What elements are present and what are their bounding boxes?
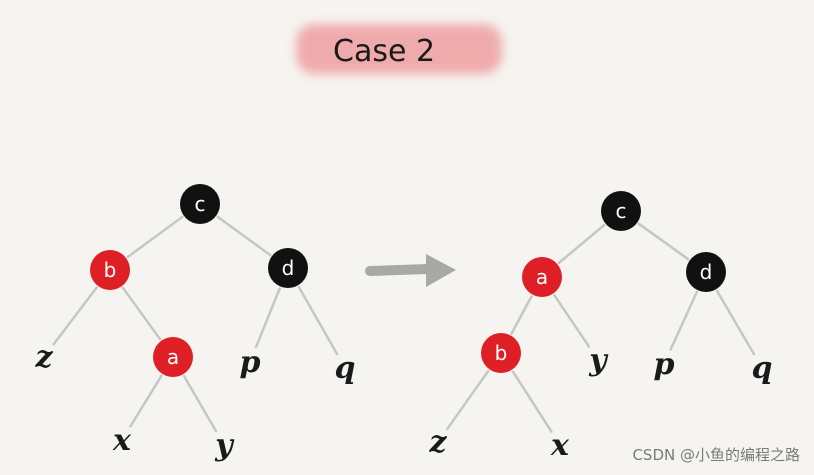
left-tree: c b d a z x y p q [34, 184, 355, 463]
page-title: Case 2 [333, 34, 435, 69]
leaf-label-y: y [214, 428, 235, 463]
tree-node-b: b [90, 250, 130, 290]
edge-c-a [557, 223, 606, 265]
title-banner: Case 2 [296, 24, 502, 74]
node-circle-b [481, 333, 521, 373]
node-circle-c [601, 191, 641, 231]
tree-node-c: c [180, 184, 220, 224]
watermark-text: CSDN @小鱼的编程之路 [632, 446, 800, 464]
tree-node-c: c [601, 191, 641, 231]
node-label-b: b [104, 258, 117, 282]
leaf-label-p: p [654, 347, 675, 382]
right-tree: c a d b z x y p q [428, 191, 772, 463]
node-label-d: d [700, 260, 713, 284]
tree-node-b: b [481, 333, 521, 373]
tree-node-d: d [686, 252, 726, 292]
edge-b-z [445, 369, 490, 431]
node-label-d: d [282, 256, 295, 280]
edge-c-d [216, 215, 272, 257]
leaf-label-x: x [550, 428, 570, 463]
edge-c-d [637, 222, 690, 261]
node-circle-a [522, 257, 562, 297]
arrow-shaft [365, 264, 433, 276]
leaf-label-q: q [335, 351, 356, 386]
leaf-label-z: z [428, 425, 447, 460]
leaf-label-z: z [34, 340, 53, 375]
node-label-c: c [616, 199, 627, 223]
edge-d-p [254, 287, 282, 349]
node-label-b: b [495, 341, 508, 365]
edge-c-b [126, 215, 184, 259]
edge-b-x [511, 370, 553, 433]
leaf-label-q: q [752, 351, 773, 386]
node-circle-a [153, 337, 193, 377]
right-arrow-icon [365, 254, 456, 287]
node-circle-d [268, 248, 308, 288]
edge-a-y [553, 293, 591, 348]
node-label-a: a [167, 345, 179, 369]
node-circle-c [180, 184, 220, 224]
edge-a-x [129, 374, 163, 428]
node-circle-b [90, 250, 130, 290]
tree-node-a: a [153, 337, 193, 377]
edge-d-p [669, 290, 699, 351]
leaf-label-p: p [240, 345, 261, 380]
title-banner-background [296, 24, 502, 74]
edge-d-q [715, 289, 756, 356]
node-label-c: c [195, 192, 206, 216]
edge-a-y [182, 374, 218, 433]
leaf-label-y: y [588, 343, 609, 378]
arrow-head [426, 254, 456, 287]
tree-node-d: d [268, 248, 308, 288]
edge-a-b [510, 295, 533, 335]
node-circle-d [686, 252, 726, 292]
edge-d-q [297, 285, 339, 356]
tree-node-a: a [522, 257, 562, 297]
node-label-a: a [536, 265, 548, 289]
leaf-label-x: x [112, 423, 132, 458]
edge-b-a [121, 286, 162, 341]
edge-b-z [52, 286, 98, 346]
